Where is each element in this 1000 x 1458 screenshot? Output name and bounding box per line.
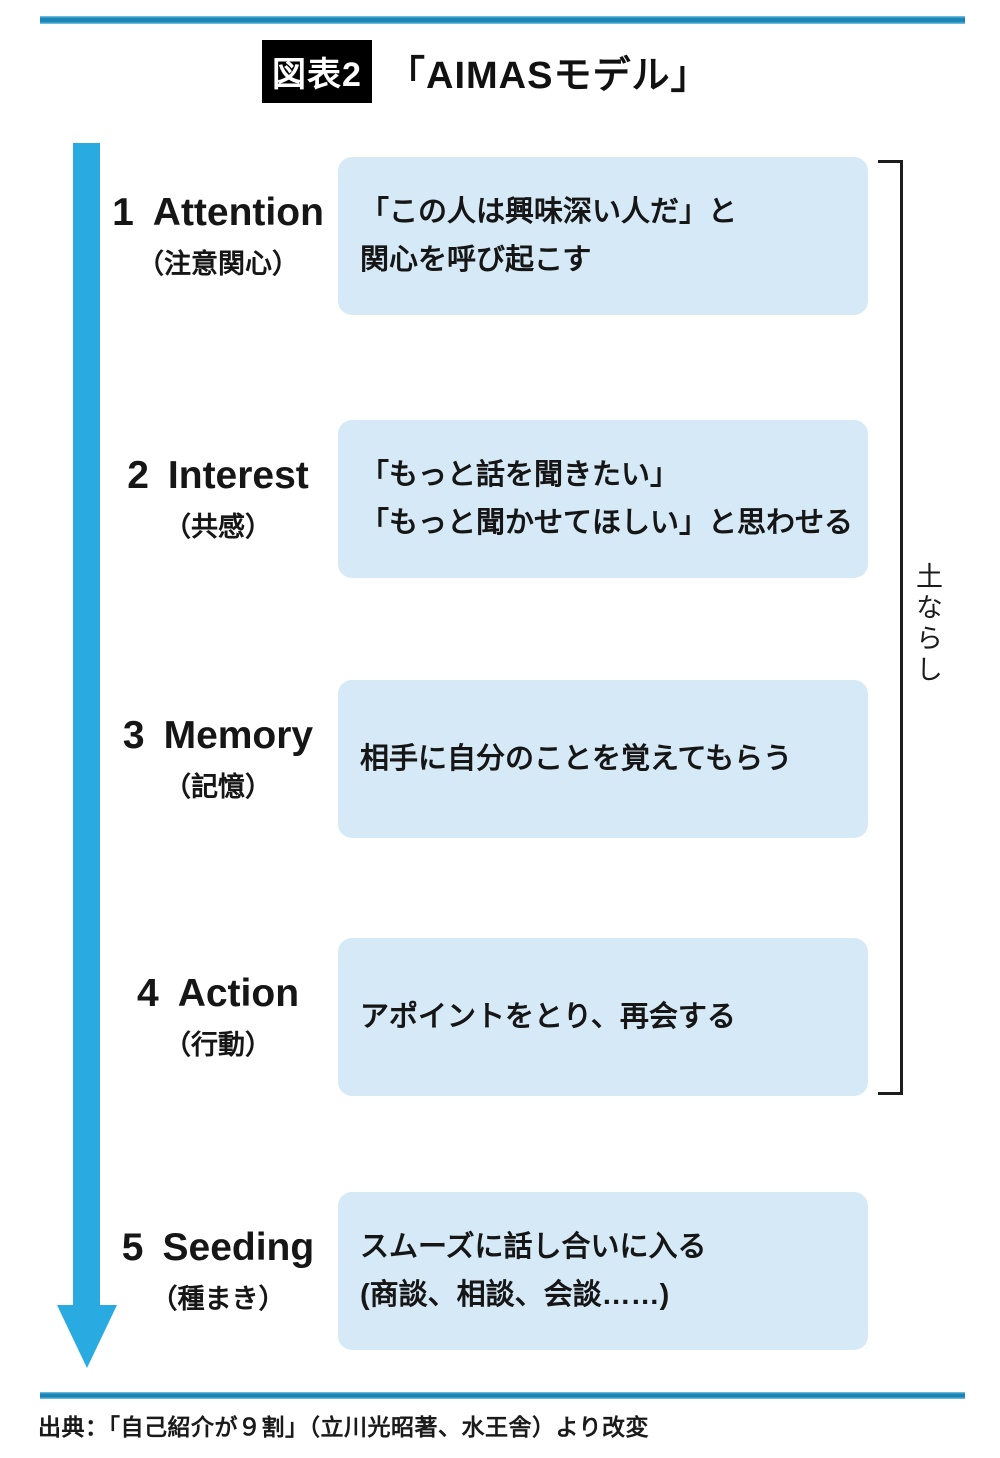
step-number: 2: [127, 454, 149, 497]
step-label: 4 Action （行動）: [112, 938, 324, 1096]
step-description: 「この人は興味深い人だ」と 関心を呼び起こす: [360, 196, 738, 276]
step-description-box: 相手に自分のことを覚えてもらう: [338, 680, 868, 838]
bottom-divider: [40, 1392, 965, 1399]
flow-arrow-shaft: [73, 143, 100, 1307]
figure-label-badge: 図表2: [262, 40, 372, 103]
step-name-line: 1 Attention: [112, 191, 324, 235]
step-description: スムーズに話し合いに入る (商談、相談、会談……): [360, 1231, 707, 1311]
bracket-label: 土ならし: [912, 562, 942, 686]
step-number: 5: [121, 1226, 144, 1269]
step-name-line: 2 Interest: [127, 454, 309, 498]
bracket-vertical-line: [900, 160, 903, 1095]
step-name-line: 3 Memory: [123, 714, 313, 758]
step-label: 1 Attention （注意関心）: [112, 157, 324, 315]
step-name-line: 4 Action: [137, 972, 299, 1016]
step-name: Attention: [152, 191, 324, 234]
bracket-top-tick: [878, 160, 903, 163]
step-name: Interest: [167, 454, 309, 497]
step-row-memory: 3 Memory （記憶） 相手に自分のことを覚えてもらう: [0, 680, 1000, 838]
step-row-attention: 1 Attention （注意関心） 「この人は興味深い人だ」と 関心を呼び起こ…: [0, 157, 1000, 315]
step-number: 3: [122, 714, 145, 757]
step-label: 2 Interest （共感）: [112, 420, 324, 578]
step-number: 4: [136, 972, 159, 1015]
step-description-box: アポイントをとり、再会する: [338, 938, 868, 1096]
source-caption: 出典：「自己紹介が９割」（立川光昭著、水王舎）より改変: [38, 1414, 650, 1440]
step-name: Memory: [163, 714, 314, 757]
step-label: 5 Seeding （種まき）: [112, 1192, 324, 1350]
step-kana: （共感）: [164, 512, 272, 542]
step-description: 相手に自分のことを覚えてもらう: [360, 743, 793, 775]
step-name: Seeding: [162, 1226, 315, 1269]
step-kana: （注意関心）: [137, 249, 299, 279]
step-description-box: 「この人は興味深い人だ」と 関心を呼び起こす: [338, 157, 868, 315]
step-row-action: 4 Action （行動） アポイントをとり、再会する: [0, 938, 1000, 1096]
step-description-box: スムーズに話し合いに入る (商談、相談、会談……): [338, 1192, 868, 1350]
step-row-interest: 2 Interest （共感） 「もっと話を聞きたい」 「もっと聞かせてほしい」…: [0, 420, 1000, 578]
step-description: 「もっと話を聞きたい」 「もっと聞かせてほしい」と思わせる: [360, 459, 854, 539]
step-number: 1: [112, 191, 134, 234]
step-description: アポイントをとり、再会する: [360, 1001, 736, 1033]
step-kana: （記憶）: [164, 772, 272, 802]
step-row-seeding: 5 Seeding （種まき） スムーズに話し合いに入る (商談、相談、会談………: [0, 1192, 1000, 1350]
figure-title-row: 図表2 「AIMASモデル」: [262, 40, 709, 103]
step-kana: （行動）: [164, 1030, 272, 1060]
top-divider: [40, 16, 965, 24]
step-name: Action: [177, 972, 300, 1015]
step-name-line: 5 Seeding: [122, 1226, 314, 1270]
bracket-bottom-tick: [878, 1092, 903, 1095]
figure-title: 「AIMASモデル」: [387, 55, 710, 97]
step-kana: （種まき）: [150, 1284, 286, 1314]
step-label: 3 Memory （記憶）: [112, 680, 324, 838]
flow-arrow-head-icon: [57, 1305, 117, 1368]
step-description-box: 「もっと話を聞きたい」 「もっと聞かせてほしい」と思わせる: [338, 420, 868, 578]
